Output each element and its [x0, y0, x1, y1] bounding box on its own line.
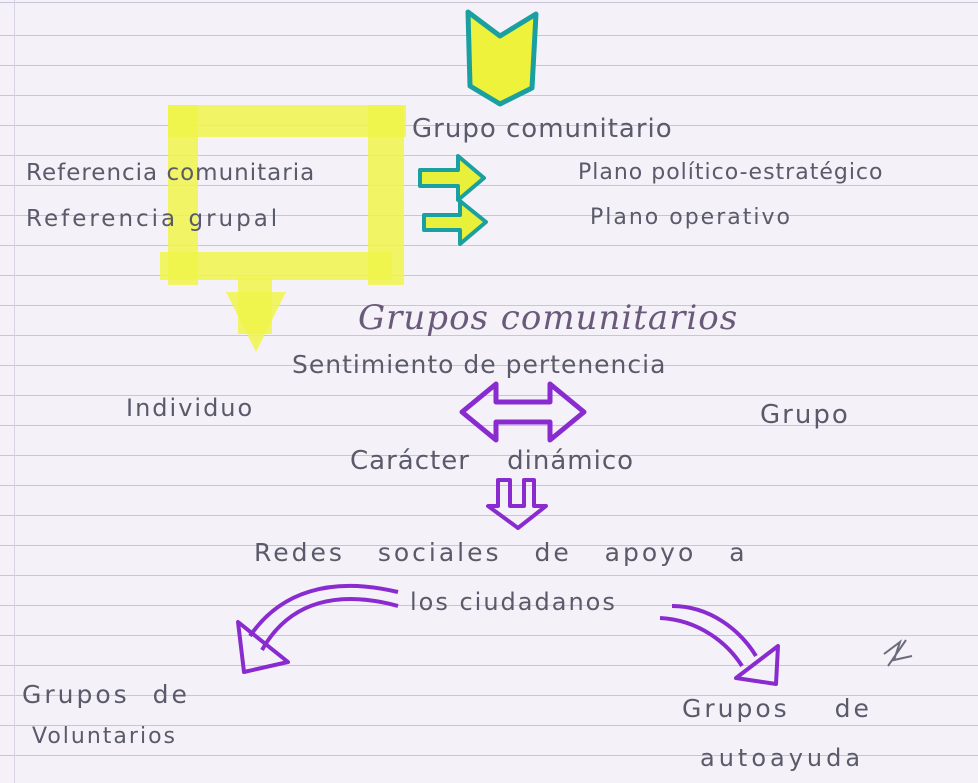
- redes-label-line1: Redes sociales de apoyo a: [254, 538, 748, 567]
- scribble-icon: [884, 640, 912, 666]
- grupo-comunitario-label: Grupo comunitario: [412, 114, 673, 144]
- voluntarios-label-line2: Voluntarios: [32, 724, 177, 749]
- section-title: Grupos comunitarios: [358, 298, 738, 338]
- referencia-grupal-label: Referencia grupal: [26, 206, 280, 232]
- plano-politico-label: Plano político-estratégico: [578, 160, 884, 185]
- down-arrow-icon: [488, 480, 546, 528]
- right-arrow-icon: [424, 201, 486, 244]
- redes-label-line2: los ciudadanos: [410, 588, 617, 616]
- double-arrow-icon: [462, 384, 584, 440]
- shield-icon: [468, 12, 536, 104]
- caracter-label: Carácter dinámico: [350, 446, 634, 476]
- referencia-comunitaria-label: Referencia comunitaria: [26, 160, 315, 186]
- grupo-label: Grupo: [760, 400, 850, 430]
- sentimiento-label: Sentimiento de pertenencia: [292, 350, 666, 379]
- individuo-label: Individuo: [126, 394, 254, 422]
- autoayuda-label-line1: Grupos de: [682, 694, 872, 723]
- curved-arrow-left-icon: [250, 586, 398, 636]
- voluntarios-label-line1: Grupos de: [22, 680, 190, 709]
- curved-arrow-left-icon: [262, 599, 398, 650]
- curved-arrow-right-icon: [672, 606, 756, 656]
- autoayuda-label-line2: autoayuda: [700, 744, 864, 772]
- right-arrow-icon: [420, 156, 484, 200]
- plano-operativo-label: Plano operativo: [590, 205, 792, 230]
- highlight-arrow-icon: [226, 292, 286, 352]
